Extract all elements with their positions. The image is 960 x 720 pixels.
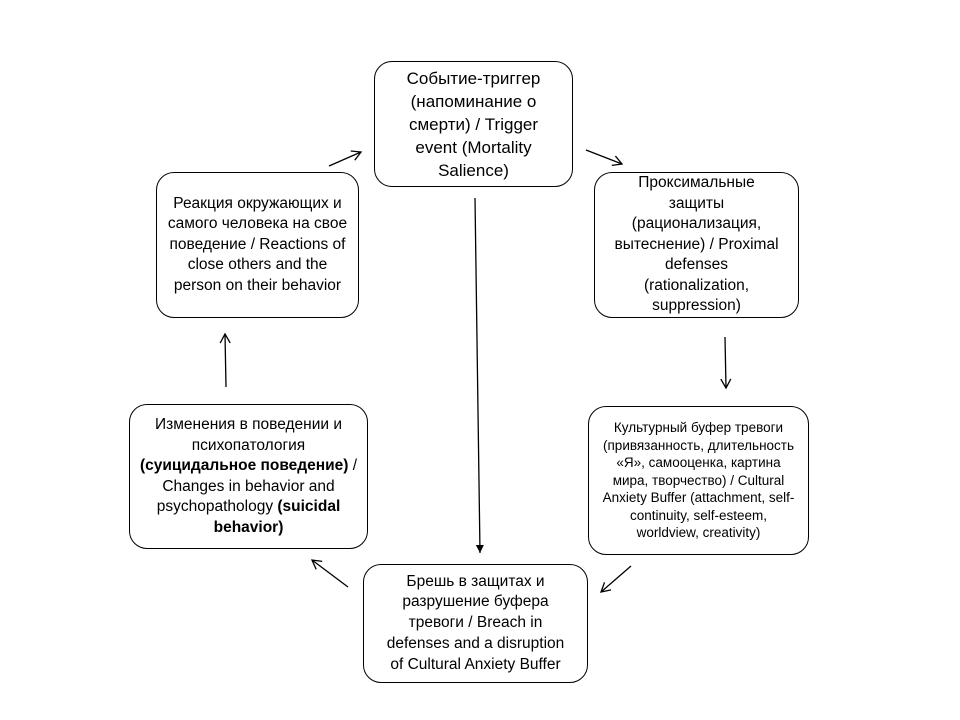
node-behavior-changes: Изменения в поведении и психопатология (…: [129, 404, 368, 549]
arrow-trigger-to-proximal: [585, 149, 624, 167]
changes-text-part1: Изменения в поведении и психопатология: [154, 416, 343, 454]
arrow-trigger-to-breach: [474, 197, 484, 554]
node-reactions-text: Реакция окружающих и самого человека на …: [167, 194, 348, 294]
arrow-proximal-to-buffer: [720, 336, 732, 390]
arrow-breach-to-changes: [310, 559, 349, 588]
node-proximal-defenses: Проксимальные защиты (рационализация, вы…: [594, 172, 799, 318]
node-cultural-anxiety-buffer: Культурный буфер тревоги (привязанность,…: [588, 406, 809, 555]
node-cultural-anxiety-buffer-text: Культурный буфер тревоги (привязанность,…: [602, 419, 795, 541]
node-breach-in-defenses: Брешь в защитах и разрушение буфера трев…: [363, 564, 588, 683]
node-breach-in-defenses-text: Брешь в защитах и разрушение буфера трев…: [386, 572, 565, 673]
node-reactions: Реакция окружающих и самого человека на …: [156, 172, 359, 318]
arrow-buffer-to-breach: [599, 565, 632, 593]
node-trigger-event-text: Событие-триггер (напоминание о смерти) /…: [406, 68, 541, 180]
node-trigger-event: Событие-триггер (напоминание о смерти) /…: [374, 61, 573, 187]
changes-text-suicidal-ru: (суицидальное поведение): [139, 457, 349, 474]
node-behavior-changes-text: Изменения в поведении и психопатология (…: [138, 415, 359, 538]
changes-text-part3: / Changes in behavior and psychopatholog…: [156, 457, 358, 515]
node-proximal-defenses-text: Проксимальные защиты (рационализация, вы…: [614, 174, 779, 315]
arrow-changes-to-reactions: [219, 332, 231, 388]
arrow-reactions-to-trigger: [328, 150, 363, 167]
changes-text-suicidal-en: (suicidal behavior): [213, 498, 341, 536]
